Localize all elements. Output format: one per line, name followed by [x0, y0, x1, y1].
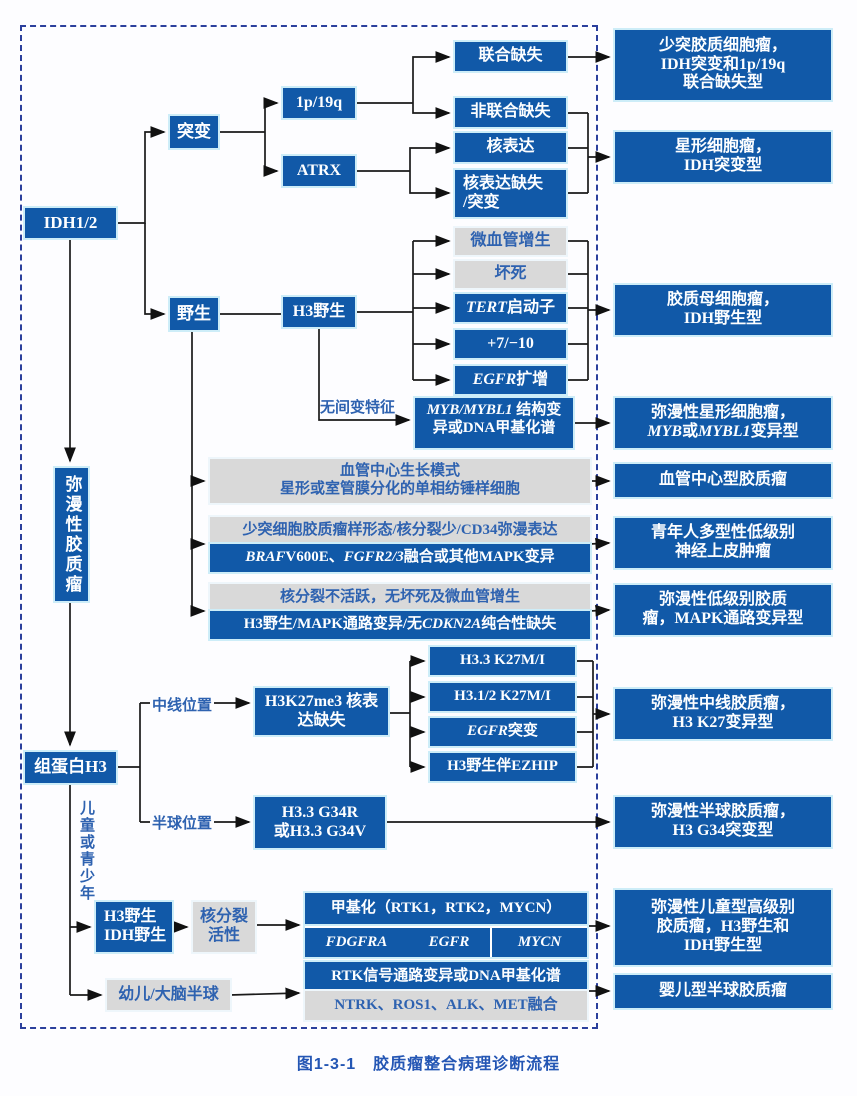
node-nuclear-loss-mutation: 核表达缺失 /突变: [455, 170, 566, 217]
node-idh12: IDH1/2: [25, 208, 116, 238]
connector: [355, 241, 414, 380]
outcome-plnty: 青年人多型性低级别 神经上皮肿瘤: [615, 518, 831, 568]
connector: [409, 171, 451, 199]
node-oligo-like-morphology: 少突细胞胶质瘤样形态/核分裂少/CD34弥漫表达: [210, 517, 590, 544]
node-gene-row: FDGFRA EGFR MYCN: [305, 926, 587, 957]
node-ntrk-fusion: NTRK、ROS1、ALK、MET融合: [305, 991, 587, 1020]
outcome-oligodendroglioma: 少突胶质细胞瘤， IDH突变和1p/19q 联合缺失型: [615, 30, 831, 100]
node-mitosis-inactive: 核分裂不活跃，无坏死及微血管增生: [210, 584, 590, 611]
connector: [575, 660, 594, 768]
node-1p19q: 1p/19q: [283, 88, 355, 118]
connector: [115, 126, 166, 224]
outcome-angiocentric-glioma: 血管中心型胶质瘤: [615, 464, 831, 497]
label-no-anaplastic-features: 无间变特征: [320, 400, 396, 416]
node-microvascular-proliferation: 微血管增生: [455, 228, 566, 255]
connector: [589, 537, 611, 550]
outcome-pediatric-high-grade: 弥漫性儿童型高级别 胶质瘤，H3野生和 IDH野生型: [615, 890, 831, 965]
connector: [566, 240, 589, 381]
label-hemisphere-location: 半球位置: [150, 812, 215, 833]
node-infant-hemisphere: 幼儿/大脑半球: [107, 980, 230, 1010]
node-angiocentric-pattern: 血管中心生长模式 星形或室管膜分化的单相纺锤样细胞: [210, 459, 590, 503]
outcome-diffuse-low-grade-mapk: 弥漫性低级别胶质 瘤，MAPK通路变异型: [615, 585, 831, 635]
node-braf-fgfr-mapk: BRAF V600E、FGFR2/3 融合或其他MAPK变异: [210, 544, 590, 572]
node-h3wild-ezhip: H3野生伴EZHIP: [430, 753, 575, 781]
node-h3wild-idhwild: H3野生 IDH野生: [96, 902, 172, 952]
node-h3k27me3-loss: H3K27me3 核表达缺失: [255, 688, 388, 735]
connector: [263, 132, 279, 177]
node-methylation: 甲基化（RTK1，RTK2，MYCN）: [305, 893, 587, 924]
outcome-diffuse-astrocytoma-myb: 弥漫性星形细胞瘤， MYB或MYBL1变异型: [615, 398, 831, 448]
node-nuclear-expression: 核表达: [455, 133, 566, 162]
node-atrx: ATRX: [283, 156, 355, 186]
node-rtk-pathway: RTK信号通路变异或DNA甲基化谱: [305, 962, 587, 991]
node-myb-structural-variant: MYB/MYBL1 结构变异或DNA甲基化谱: [415, 398, 573, 448]
connector: [409, 142, 451, 171]
node-h312-k27mi: H3.1/2 K27M/I: [430, 683, 575, 711]
outcome-astrocytoma-idh-mutant: 星形细胞瘤， IDH突变型: [615, 132, 831, 182]
label-midline-location: 中线位置: [150, 694, 215, 715]
node-h3-wild: H3野生: [283, 297, 355, 327]
connector: [566, 112, 589, 194]
connector: [589, 604, 611, 617]
node-h33-g34: H3.3 G34R 或H3.3 G34V: [255, 797, 385, 848]
node-combined-loss: 联合缺失: [455, 42, 566, 71]
node-histone-h3: 组蛋白H3: [25, 752, 116, 783]
gene-fdgfra: FDGFRA: [325, 933, 388, 950]
outcome-glioblastoma-idh-wild: 胶质母细胞瘤， IDH野生型: [615, 285, 831, 335]
node-wild: 野生: [170, 298, 218, 330]
node-plus7-minus10: +7/−10: [455, 330, 566, 358]
label-children-or-adolescent: 儿童或青少年: [78, 800, 94, 902]
outcome-infant-type-glioma: 婴儿型半球胶质瘤: [615, 975, 831, 1008]
connector: [412, 103, 451, 119]
dashed-frame: [20, 25, 598, 1029]
connector: [412, 51, 451, 103]
outcome-diffuse-hemispheric-g34: 弥漫性半球胶质瘤， H3 G34突变型: [615, 797, 831, 847]
outcome-diffuse-midline-k27: 弥漫性中线胶质瘤， H3 K27变异型: [615, 689, 831, 739]
connector: [318, 327, 411, 426]
connector: [229, 987, 301, 1000]
connector: [388, 661, 411, 767]
gene-egfr: EGFR: [428, 933, 470, 950]
figure-caption: 图1-3-1 胶质瘤整合病理诊断流程: [296, 1056, 561, 1073]
outcome-line: MYB或MYBL1变异型: [647, 423, 799, 440]
connector: [116, 703, 141, 822]
node-h33-k27mi: H3.3 K27M/I: [430, 647, 575, 675]
gene-mycn: MYCN: [517, 933, 562, 950]
node-necrosis: 坏死: [455, 261, 566, 288]
node-non-combined-loss: 非联合缺失: [455, 98, 566, 127]
node-mutant: 突变: [170, 116, 218, 148]
connector: [263, 97, 279, 132]
connector: [144, 223, 166, 320]
node-diffuse-glioma: 弥漫性胶质瘤: [55, 468, 88, 601]
outcome-line: 弥漫性星形细胞瘤，: [650, 404, 795, 422]
node-mitotic-activity: 核分裂 活性: [193, 902, 255, 952]
